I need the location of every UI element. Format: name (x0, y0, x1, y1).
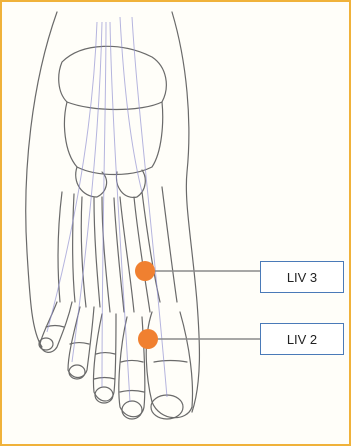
liv3-point-marker (135, 261, 155, 281)
liv2-label-box: LIV 2 (260, 323, 344, 355)
toe-5 (40, 302, 72, 352)
toe-3 (93, 314, 116, 401)
liv3-label-box: LIV 3 (260, 261, 344, 293)
liv2-label: LIV 2 (287, 332, 317, 347)
liv2-point-marker (138, 329, 158, 349)
liv3-label: LIV 3 (287, 270, 317, 285)
foot-outline (26, 12, 57, 347)
